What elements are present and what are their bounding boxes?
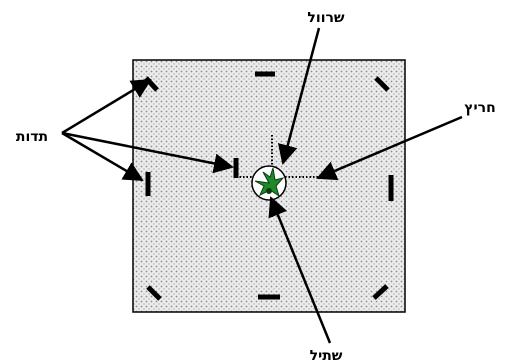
label-sharvul: שרוול [307, 10, 345, 26]
peg-mark-bottom-right [372, 284, 389, 300]
peg-mark-bottom-left [146, 285, 162, 301]
arrows [61, 27, 463, 344]
arrow-hariz [316, 115, 463, 181]
arrow-tadot-to-top-left [61, 78, 152, 135]
label-hariz: חריץ [464, 100, 495, 116]
label-tadot: תדות [16, 129, 48, 145]
arrow-tadot-to-left [61, 131, 144, 182]
seedling-icon [254, 167, 285, 198]
slit-lines [236, 135, 326, 218]
arrow-tadot-to-center [61, 131, 234, 174]
label-shatil: שתיל [310, 348, 343, 363]
peg-mark-top-right [374, 76, 390, 92]
arrow-shatil [268, 196, 332, 344]
arrow-sharvul [277, 27, 321, 165]
